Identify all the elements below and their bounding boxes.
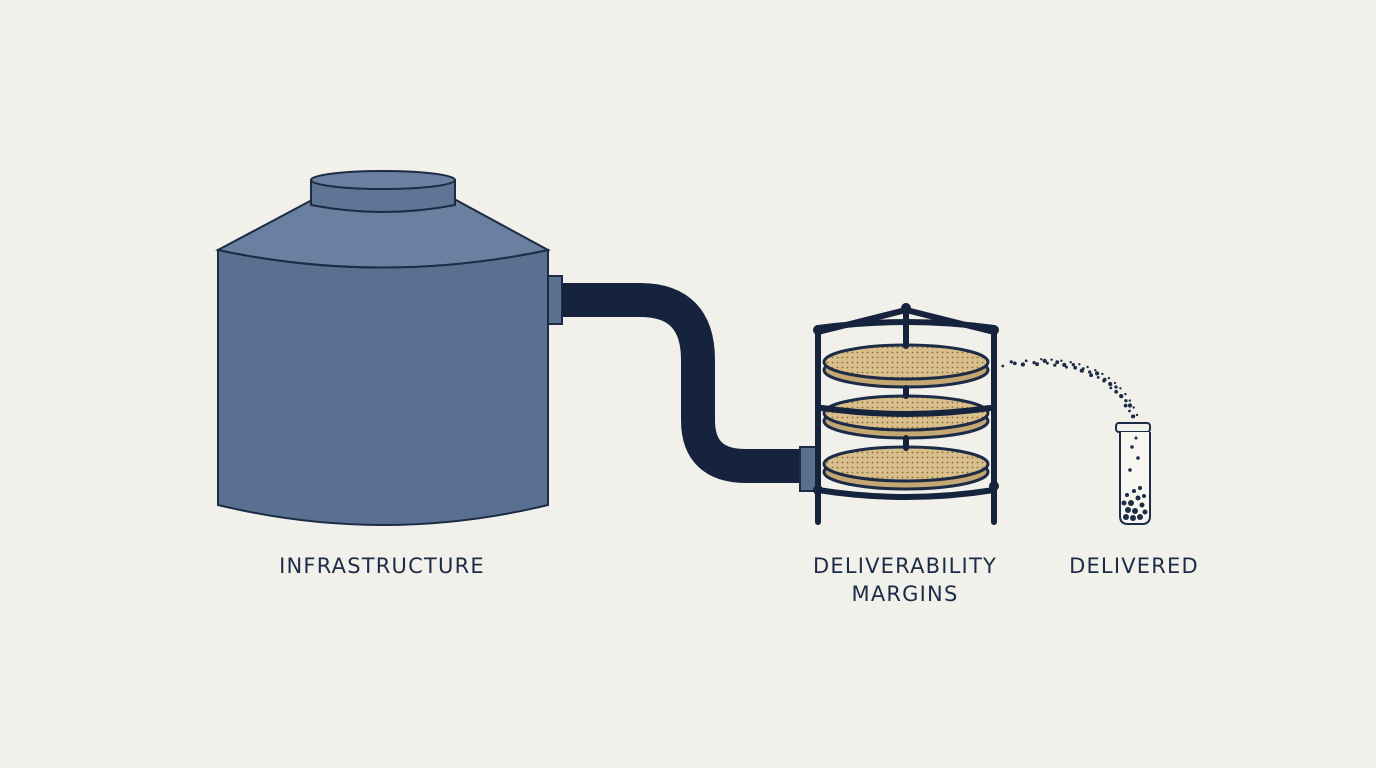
particle-dot (1065, 365, 1068, 369)
deliverability-margins-label-line2: MARGINS (851, 582, 959, 606)
delivered-label: DELIVERED (1069, 554, 1199, 578)
particle-dot (1114, 389, 1119, 394)
particle-dot (1109, 386, 1113, 390)
particle-dot (1069, 361, 1072, 364)
particle-dot (1130, 414, 1135, 419)
particle-dot (1123, 403, 1128, 408)
particle-dot (1035, 362, 1039, 367)
particle-dot (1071, 363, 1075, 367)
particle-dot (1082, 367, 1085, 370)
particle-dot (1102, 377, 1107, 382)
particle-dot (1127, 403, 1133, 408)
vial-cap (1115, 422, 1151, 433)
particle-dot (1107, 376, 1111, 380)
filter-frame-bolts (813, 303, 999, 495)
particle-dot (1053, 363, 1057, 367)
pipe-path (562, 283, 802, 483)
deliverability-margins-label: DELIVERABILITY MARGINS (780, 552, 1030, 608)
particle-dot (1135, 413, 1139, 417)
particle-dot (1128, 399, 1132, 402)
particle-dot (1108, 381, 1113, 387)
tank-cap-top (310, 170, 456, 190)
particle-dot (1001, 364, 1005, 368)
particle-dot (1132, 406, 1135, 409)
tank-roof (215, 199, 551, 269)
particle-dot (1009, 360, 1013, 364)
particle-dot (1096, 376, 1100, 379)
particle-dot (1078, 363, 1081, 366)
particle-dot (1094, 371, 1100, 376)
filter-stack-icon (813, 303, 999, 525)
particle-dot (1119, 387, 1122, 390)
particle-dot (1094, 369, 1097, 372)
particle-dot (1128, 409, 1131, 413)
particle-dot (1062, 362, 1067, 368)
particle-dot (1089, 373, 1093, 378)
particle-dot (1101, 372, 1104, 376)
vial-body (1119, 432, 1151, 525)
particle-dot (1086, 365, 1089, 369)
particle-dot (1012, 361, 1017, 366)
particle-dot (1113, 381, 1117, 385)
particle-dot (1050, 358, 1053, 361)
particle-stream-icon (1001, 358, 1139, 419)
storage-tank-icon (215, 170, 563, 526)
particle-dot (1119, 394, 1123, 397)
filter-disc-bottom (822, 445, 990, 491)
particle-dot (1055, 360, 1060, 365)
infrastructure-label: INFRASTRUCTURE (279, 554, 485, 578)
particle-dot (1032, 361, 1036, 365)
vial-contents (1121, 436, 1148, 521)
vial-icon (1115, 422, 1151, 525)
particle-dot (1042, 358, 1047, 364)
deliverability-margins-label-line1: DELIVERABILITY (812, 554, 998, 578)
particle-dot (1124, 399, 1128, 403)
particle-dot (1024, 359, 1028, 363)
particle-dot (1124, 392, 1127, 396)
particle-dot (1088, 370, 1092, 374)
particle-dot (1040, 358, 1043, 361)
particle-dot (1060, 359, 1063, 362)
particle-dot (1114, 385, 1118, 389)
filter-disc-top (822, 343, 990, 389)
pipe-icon (562, 283, 819, 492)
particle-dot (1046, 361, 1049, 365)
tank-body (217, 248, 549, 526)
particle-dot (1073, 365, 1078, 370)
particle-dot (1020, 362, 1026, 367)
